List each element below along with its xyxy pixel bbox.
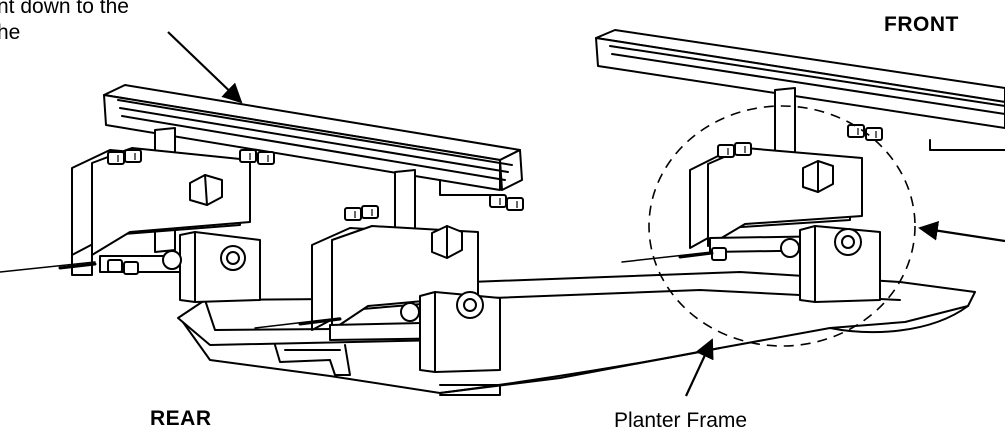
callout-text-line2: he [0,21,21,44]
planter-frame-leader-arrow [685,338,714,397]
detail-leader-arrow [918,220,1005,243]
rear-sensor-rod [0,261,97,273]
detail-circle [648,105,916,347]
rear-left-clamp [71,127,275,303]
front-toolbar-bar [595,29,1005,151]
callout-leader-arrow [167,31,243,104]
front-label: FRONT [884,13,959,36]
front-clamp [689,87,883,303]
callout-text-line1: nt down to the [0,0,129,18]
rear-toolbar-bar [103,84,523,196]
front-sensor-rod [621,251,714,263]
rear-right-clamp [311,169,524,396]
planter-frame-label: Planter Frame [614,409,748,432]
center-sensor-rod [254,317,342,329]
rear-label: REAR [150,407,212,430]
